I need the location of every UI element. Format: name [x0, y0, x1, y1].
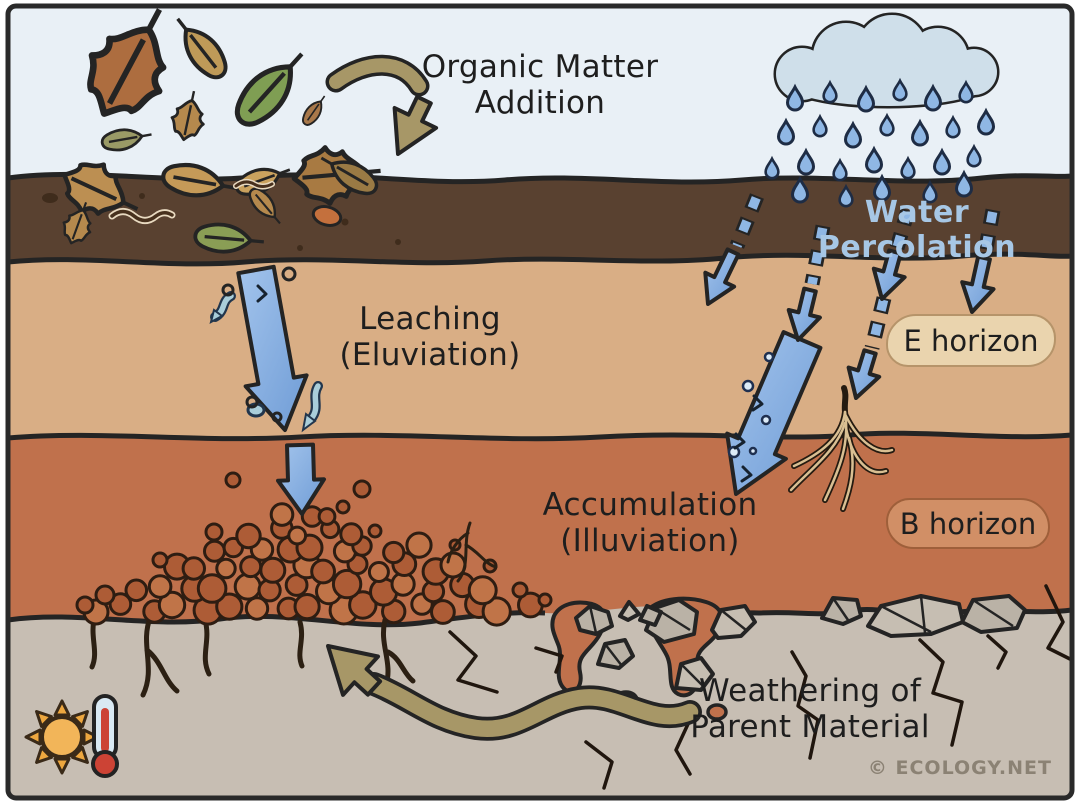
flow-chevron: [733, 432, 746, 450]
soil-particle: [157, 590, 187, 620]
organic-matter-label: Organic Matter Addition: [385, 49, 695, 122]
soil-particle: [405, 531, 433, 559]
water-bubble: [741, 379, 755, 393]
soil-particle: [537, 592, 553, 608]
accumulation-line2: (Illuviation): [560, 522, 740, 559]
e-horizon-badge: E horizon: [886, 314, 1056, 367]
leaching-label: Leaching (Eluviation): [310, 301, 550, 374]
soil-particle: [293, 593, 321, 621]
soil-particle: [151, 551, 169, 569]
roots-icon: [788, 385, 895, 512]
soil-particle: [317, 507, 337, 526]
weathering-line1: Weathering of: [698, 673, 922, 709]
soil-particle: [181, 556, 207, 581]
soil-particle: [215, 592, 244, 621]
percolation-arrowhead: [703, 247, 741, 306]
accumulation-line1: Accumulation: [542, 487, 758, 523]
flow-chevron: [740, 465, 753, 483]
percolation-arrowhead: [960, 254, 996, 314]
organic-matter-line1: Organic Matter: [421, 49, 659, 85]
soil-particle: [204, 522, 224, 542]
soil-particle: [203, 539, 226, 563]
weathering-arrowhead: [326, 644, 383, 697]
soil-particle: [287, 525, 308, 546]
flow-chevron: [751, 394, 764, 412]
water-bubble: [763, 351, 775, 363]
soil-particle: [124, 578, 149, 603]
soil-particle: [352, 479, 372, 499]
rock-icon: [574, 594, 1027, 692]
soil-particle: [382, 540, 406, 565]
soil-particle: [348, 590, 378, 620]
weathering-arrow: [362, 672, 702, 741]
organic-fragment: [311, 205, 343, 227]
soil-particle: [233, 572, 262, 601]
surface-litter: [42, 143, 401, 258]
leaching-line1: Leaching: [359, 301, 501, 337]
water-bubble: [760, 414, 772, 426]
soil-particle: [147, 574, 173, 599]
diagram-frame: [5, 3, 1075, 801]
soil-particle: [367, 523, 383, 539]
percolation-arrowhead: [871, 248, 907, 301]
organic-arrowhead: [392, 94, 439, 156]
leaching-arrow: [236, 264, 309, 432]
soil-particle: [235, 522, 262, 550]
illuviated-particle-mound: [75, 471, 553, 627]
accumulation-label: Accumulation (Illuviation): [515, 487, 785, 560]
soil-particle: [367, 561, 390, 583]
soil-particle: [331, 568, 363, 600]
weathering-label: Weathering of Parent Material: [655, 673, 965, 746]
dashed-flow-line: [892, 208, 913, 250]
percolation-arrowhead: [786, 286, 822, 342]
soil-particle: [259, 556, 287, 584]
water-bubble: [748, 446, 758, 456]
organic-matter-arrow: [325, 54, 430, 97]
soil-particle: [269, 502, 295, 527]
soil-clump: [42, 193, 58, 203]
soil-particle: [224, 471, 242, 489]
illuviation-arrow: [276, 442, 326, 516]
soil-particle: [511, 581, 529, 599]
dashed-flow-line: [867, 296, 889, 350]
soil-particle: [339, 522, 364, 547]
thermometer-icon: [91, 694, 119, 778]
dashed-flow-line: [980, 209, 998, 255]
soil-particle: [75, 595, 95, 615]
soil-particle: [481, 596, 512, 627]
percolation-arrowhead: [846, 348, 882, 400]
root-icon: [89, 613, 416, 698]
percolation-dashed-arrows: [730, 193, 1001, 350]
organic-matter-line2: Addition: [474, 84, 606, 121]
water-percolation-label: Water Percolation: [817, 195, 1017, 265]
flow-chevron: [256, 284, 268, 303]
weathering-line2: Parent Material: [690, 708, 930, 745]
dashed-flow-line: [807, 225, 828, 285]
soil-particle: [430, 599, 456, 625]
arrow-bubbles: [256, 284, 775, 483]
soil-particle: [215, 557, 237, 580]
worm-icon: [108, 178, 275, 224]
soil-particle: [244, 596, 270, 621]
root-icon: [446, 521, 498, 583]
dashed-flow-line: [732, 194, 762, 248]
leached-material: [209, 266, 323, 433]
copyright-text: © ECOLOGY.NET: [867, 757, 1052, 779]
e-horizon-label: E horizon: [903, 323, 1039, 358]
leaching-line2: (Eluviation): [339, 336, 521, 373]
soil-particle: [310, 558, 337, 585]
soil-particle: [467, 575, 498, 606]
soil-particle: [196, 573, 228, 604]
soil-particle: [94, 584, 116, 606]
bedrock-cracks: [448, 584, 1072, 790]
soil-particle: [335, 499, 351, 515]
b-horizon-label: B horizon: [899, 506, 1037, 541]
sun-icon: [24, 699, 100, 775]
b-horizon-badge: B horizon: [886, 498, 1050, 549]
